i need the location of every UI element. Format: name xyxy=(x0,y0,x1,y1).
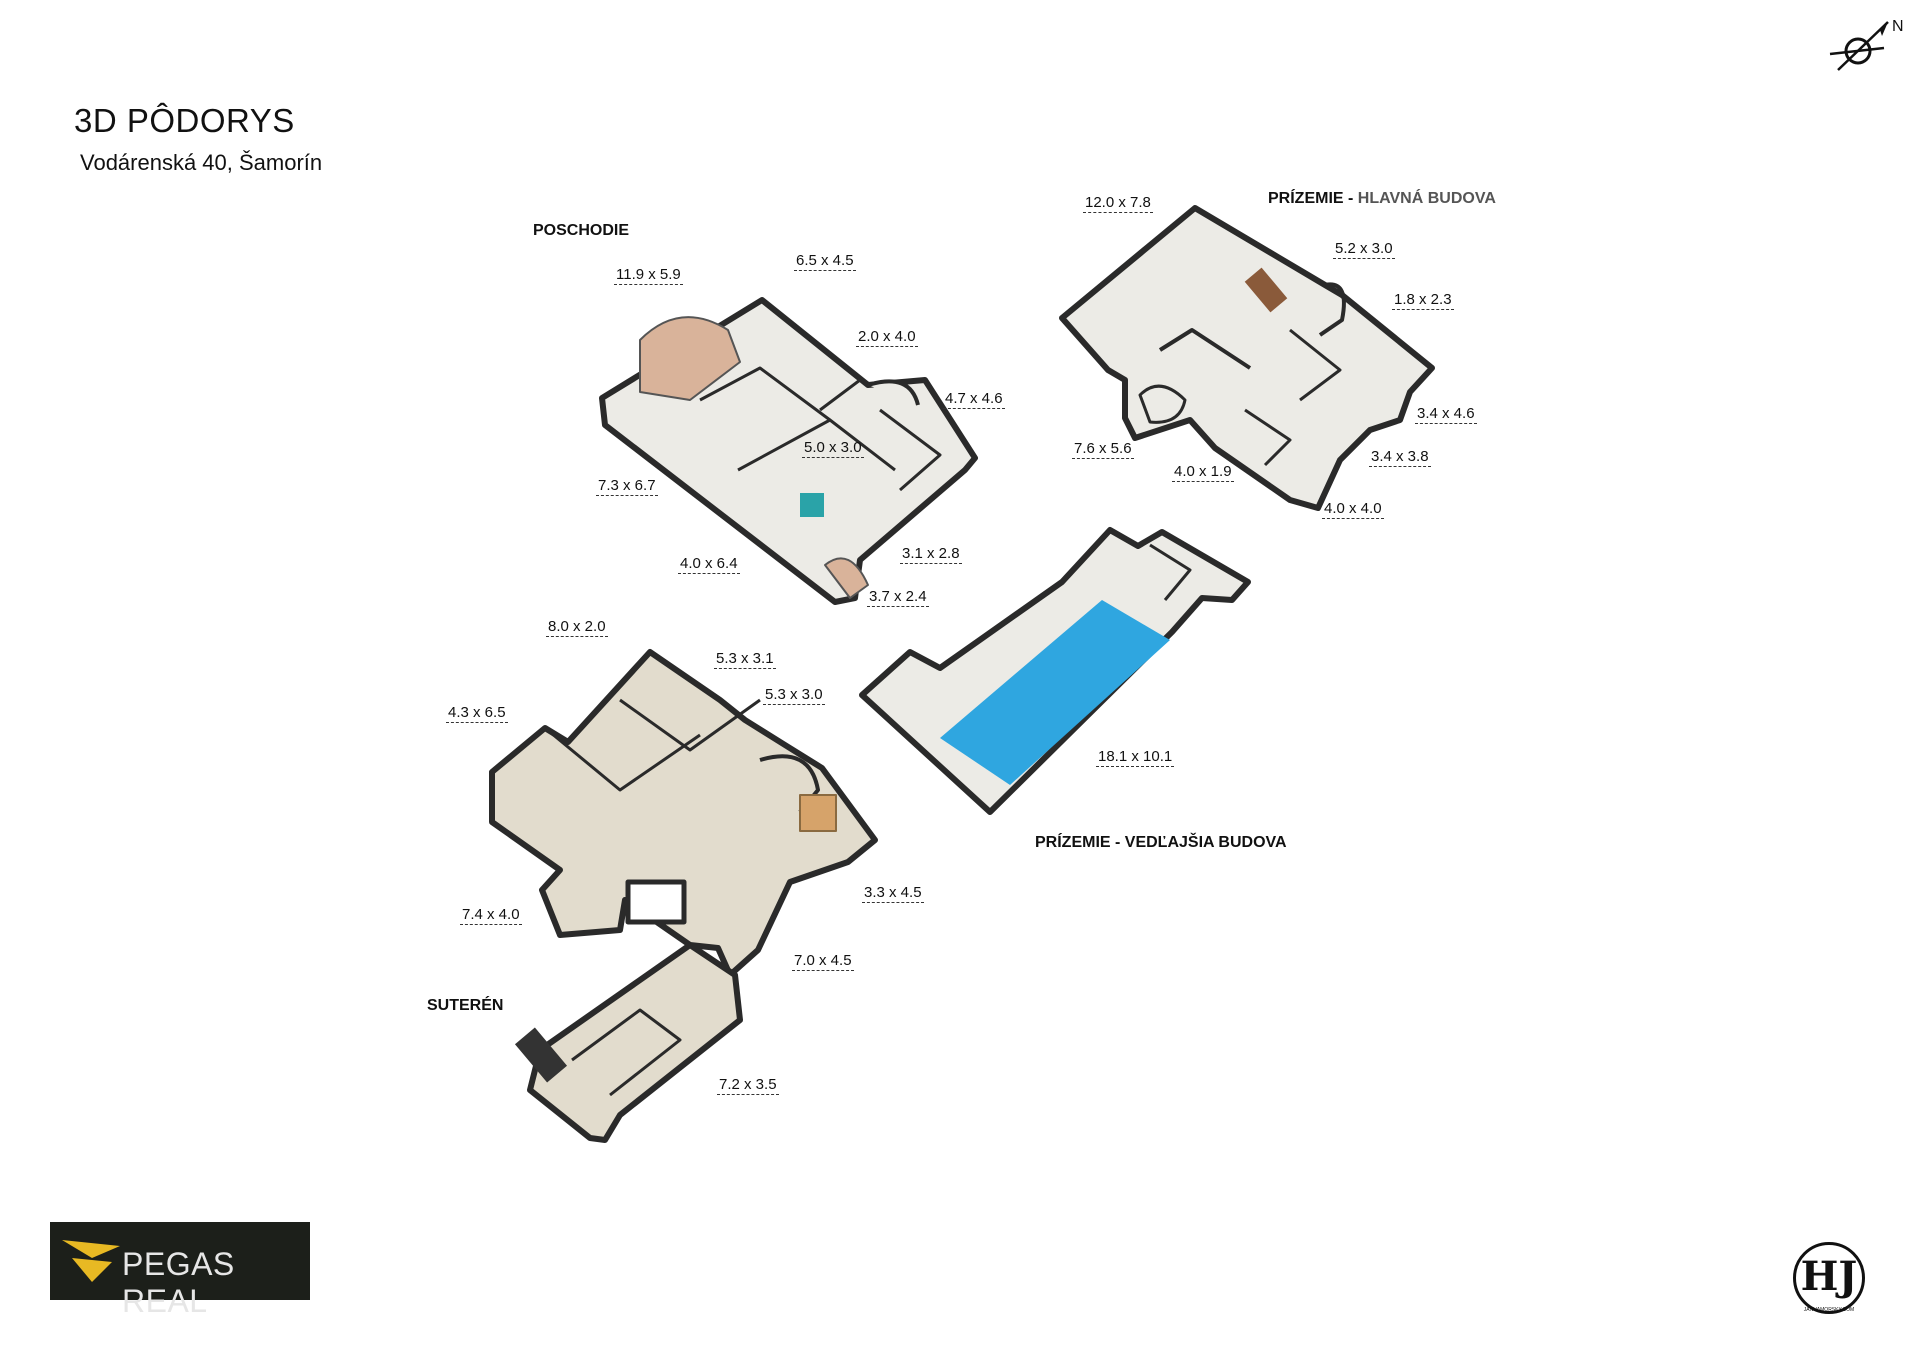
section-label-prizemie-hlavna-suffix: HLAVNÁ BUDOVA xyxy=(1357,190,1496,207)
room-dimension: 18.1 x 10.1 xyxy=(1096,748,1175,767)
floorplan-prizemie-hlavna xyxy=(1059,205,1435,511)
room-dimension: 8.0 x 2.0 xyxy=(546,618,608,637)
floorplan-suteren xyxy=(489,649,878,1143)
room-dimension: 3.3 x 4.5 xyxy=(862,884,924,903)
logo-text: PEGAS REAL xyxy=(122,1246,235,1319)
floorplan-prizemie-vedlajsia xyxy=(859,527,1251,815)
north-compass: N xyxy=(1820,14,1904,89)
room-dimension: 11.9 x 5.9 xyxy=(614,266,683,285)
room-dimension: 3.4 x 3.8 xyxy=(1369,448,1431,467)
pegas-real-logo: PEGAS REAL xyxy=(50,1222,310,1319)
compass-icon xyxy=(1829,21,1889,71)
room-dimension: 4.0 x 4.0 xyxy=(1322,500,1384,519)
room-dimension: 5.3 x 3.0 xyxy=(763,686,825,705)
room-dimension: 7.0 x 4.5 xyxy=(792,952,854,971)
room-dimension: 4.0 x 1.9 xyxy=(1172,463,1234,482)
hj-watermark: HJ JANHAMORSKY.COM xyxy=(1793,1242,1865,1314)
page-title: 3D PÔDORYS xyxy=(74,102,295,139)
hj-small-text: JANHAMORSKY.COM xyxy=(1803,1307,1855,1313)
room-dimension: 4.3 x 6.5 xyxy=(446,704,508,723)
section-label-prizemie-vedlajsia: PRÍZEMIE - VEDĽAJŠIA BUDOVA xyxy=(1035,834,1287,851)
room-dimension: 7.3 x 6.7 xyxy=(596,477,658,496)
section-label-poschodie: POSCHODIE xyxy=(533,222,630,239)
room-dimension: 7.4 x 4.0 xyxy=(460,906,522,925)
room-dimension: 3.7 x 2.4 xyxy=(867,588,929,607)
address-subtitle: Vodárenská 40, Šamorín xyxy=(80,150,323,175)
room-dimension: 7.2 x 3.5 xyxy=(717,1076,779,1095)
room-dimension: 3.4 x 4.6 xyxy=(1415,405,1477,424)
room-dimension: 3.1 x 2.8 xyxy=(900,545,962,564)
room-dimension: 2.0 x 4.0 xyxy=(856,328,918,347)
floorplan-poschodie xyxy=(599,297,978,605)
section-label-prizemie-hlavna: PRÍZEMIE - HLAVNÁ BUDOVA xyxy=(1268,190,1496,208)
hj-initials: HJ xyxy=(1800,1253,1858,1300)
pool xyxy=(940,600,1170,785)
room-dimension: 4.7 x 4.6 xyxy=(943,390,1005,409)
pegas-wing-icon xyxy=(62,1240,120,1282)
room-dimension: 1.8 x 2.3 xyxy=(1392,291,1454,310)
room-dimension: 7.6 x 5.6 xyxy=(1072,440,1134,459)
section-label-suteren: SUTERÉN xyxy=(427,997,504,1014)
room-dimension: 5.0 x 3.0 xyxy=(802,439,864,458)
room-dimension: 6.5 x 4.5 xyxy=(794,252,856,271)
room-dimension: 4.0 x 6.4 xyxy=(678,555,740,574)
north-label: N xyxy=(1892,18,1904,35)
room-dimension: 5.3 x 3.1 xyxy=(714,650,776,669)
section-label-prizemie-hlavna-prefix: PRÍZEMIE - xyxy=(1268,190,1354,207)
room-dimension: 5.2 x 3.0 xyxy=(1333,240,1395,259)
room-dimension: 12.0 x 7.8 xyxy=(1083,194,1153,213)
